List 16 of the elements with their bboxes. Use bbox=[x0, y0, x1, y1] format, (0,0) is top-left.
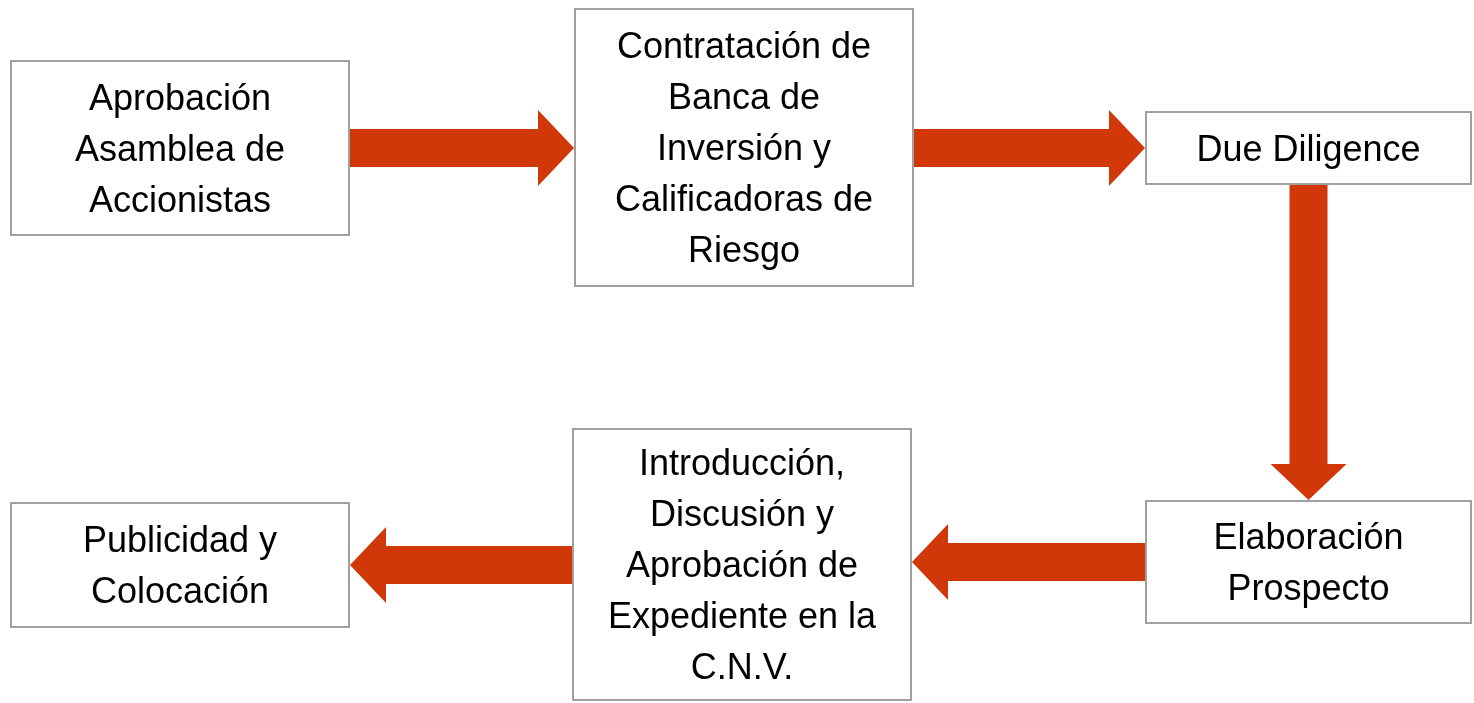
process-box bbox=[1145, 500, 1472, 624]
block-arrow bbox=[1270, 185, 1347, 500]
step-label: Aprobación Asamblea de Accionistas bbox=[73, 75, 287, 222]
process-box bbox=[572, 428, 912, 701]
step-label: Due Diligence bbox=[1196, 126, 1421, 171]
step-label: Publicidad y Colocación bbox=[81, 518, 279, 613]
process-box bbox=[1145, 111, 1472, 185]
step-label: Introducción, Discusión y Aprobación de Expediente en la C.N.V. bbox=[606, 441, 878, 689]
block-arrow bbox=[914, 110, 1145, 186]
process-box bbox=[10, 502, 350, 628]
block-arrow bbox=[350, 110, 574, 186]
block-arrow bbox=[912, 524, 1145, 600]
step-label: Elaboración Prospecto bbox=[1212, 515, 1405, 610]
step-label: Contratación de Banca de Inversión y Calificadoras de Riesgo bbox=[613, 24, 875, 272]
process-box bbox=[10, 60, 350, 236]
process-box bbox=[574, 8, 914, 287]
